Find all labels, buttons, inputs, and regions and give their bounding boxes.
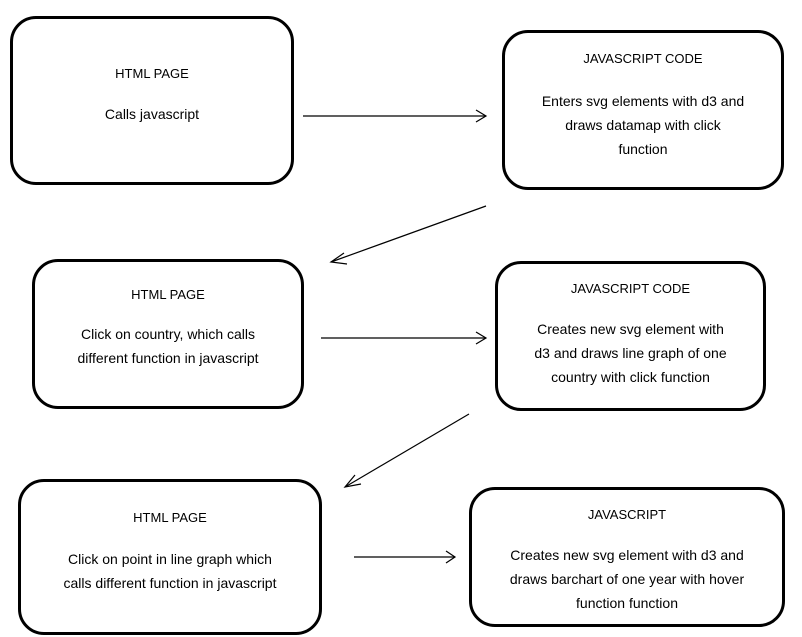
arrow-right-3 (354, 550, 457, 564)
box-text-line: draws datamap with click (565, 117, 721, 133)
arrow-diagonal-1 (329, 205, 487, 265)
box-text-line: Click on point in line graph which (68, 551, 272, 567)
box-text-line: Creates new svg element with d3 and (510, 547, 744, 563)
box-title: JAVASCRIPT CODE (583, 51, 703, 66)
box-title: HTML PAGE (131, 287, 205, 302)
box-title: JAVASCRIPT (587, 507, 667, 522)
arrow-diagonal-2 (343, 413, 470, 488)
javascript-box: JAVASCRIPT Creates new svg element with … (469, 487, 785, 627)
html-page-box-1: HTML PAGE Calls javascript (10, 16, 294, 185)
box-text-line: country with click function (551, 369, 710, 385)
box-text-line: Calls javascript (104, 106, 200, 122)
box-text-line: function function (576, 595, 678, 611)
box-text-line: different function in javascript (77, 350, 259, 366)
html-page-box-2: HTML PAGE Click on country, which calls … (32, 259, 304, 409)
javascript-code-box-2: JAVASCRIPT CODE Creates new svg element … (495, 261, 766, 411)
box-text-line: draws barchart of one year with hover (509, 571, 745, 587)
box-title: HTML PAGE (115, 66, 189, 81)
html-page-box-3: HTML PAGE Click on point in line graph w… (18, 479, 322, 635)
box-title: JAVASCRIPT CODE (570, 281, 691, 296)
box-text-line: calls different function in javascript (63, 575, 277, 591)
arrow-right-1 (303, 109, 488, 123)
javascript-code-box-1: JAVASCRIPT CODE Enters svg elements with… (502, 30, 784, 190)
box-title: HTML PAGE (133, 510, 207, 525)
arrow-right-2 (321, 331, 488, 345)
box-text-line: Click on country, which calls (80, 326, 256, 342)
box-text-line: Enters svg elements with d3 and (541, 93, 745, 109)
box-text-line: function (618, 141, 668, 157)
box-text-line: Creates new svg element with (537, 321, 724, 337)
box-text-line: d3 and draws line graph of one (534, 345, 727, 361)
